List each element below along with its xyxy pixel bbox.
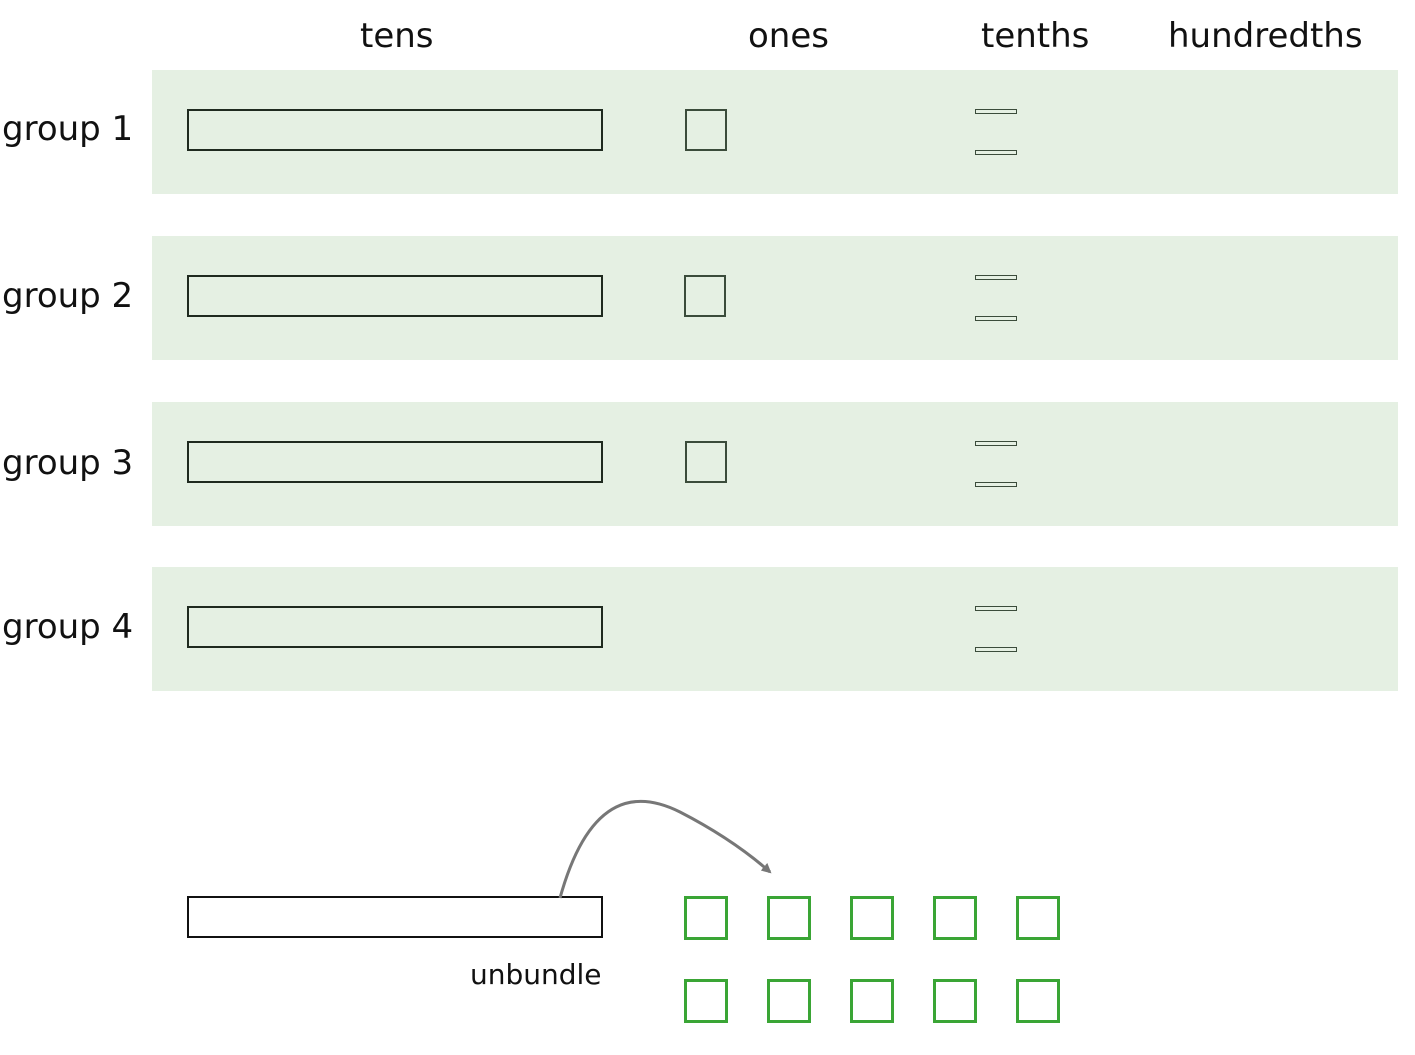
ten-block: [187, 606, 603, 648]
column-header-tenths: tenths: [981, 16, 1090, 56]
new-one-block: [767, 979, 811, 1023]
tenth-rod: [975, 150, 1017, 155]
one-block: [685, 109, 727, 151]
group-label-1: group 1: [2, 109, 134, 149]
new-one-block: [767, 896, 811, 940]
new-one-block: [684, 896, 728, 940]
unbundle-label: unbundle: [470, 958, 602, 991]
tenth-rod: [975, 109, 1017, 114]
new-one-block: [1016, 979, 1060, 1023]
new-one-block: [1016, 896, 1060, 940]
new-one-block: [933, 896, 977, 940]
tenth-rod: [975, 441, 1017, 446]
ten-block: [187, 441, 603, 483]
group-label-3: group 3: [2, 443, 134, 483]
one-block: [684, 275, 726, 317]
new-one-block: [850, 896, 894, 940]
tenth-rod: [975, 647, 1017, 652]
group-row-1: [152, 70, 1398, 194]
group-label-2: group 2: [2, 276, 134, 316]
group-label-4: group 4: [2, 607, 134, 647]
column-header-tens: tens: [360, 16, 434, 56]
new-one-block: [850, 979, 894, 1023]
column-header-hundredths: hundredths: [1168, 16, 1363, 56]
new-one-block: [684, 979, 728, 1023]
group-row-4: [152, 567, 1398, 691]
tenth-rod: [975, 606, 1017, 611]
new-one-block: [933, 979, 977, 1023]
one-block: [685, 441, 727, 483]
tenth-rod: [975, 275, 1017, 280]
tenth-rod: [975, 316, 1017, 321]
group-row-3: [152, 402, 1398, 526]
group-row-2: [152, 236, 1398, 360]
column-header-ones: ones: [748, 16, 829, 56]
ten-block: [187, 275, 603, 317]
tenth-rod: [975, 482, 1017, 487]
ten-block: [187, 109, 603, 151]
unbundled-ten-block: [187, 896, 603, 938]
